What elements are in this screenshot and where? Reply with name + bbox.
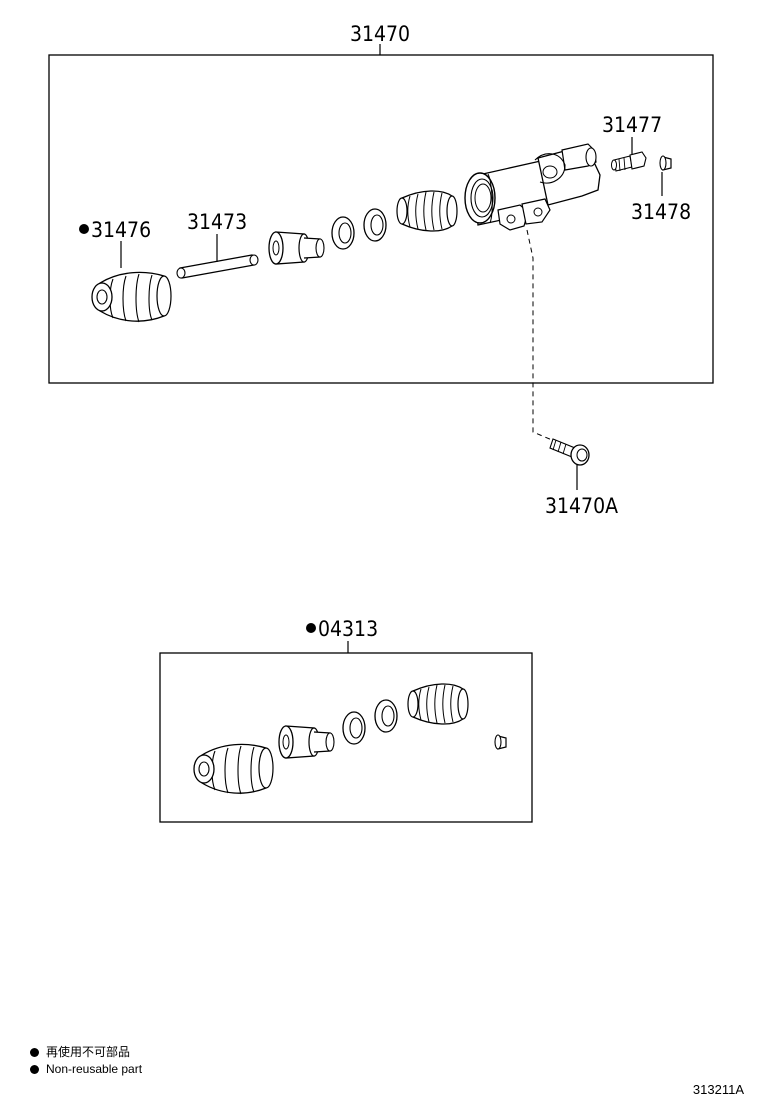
kit-cup-part: [342, 711, 366, 745]
bleeder-cap-label: 31478: [631, 200, 691, 224]
spring-part: [396, 190, 458, 232]
kit-piston-part: [278, 725, 335, 759]
piston-part: [268, 231, 325, 265]
kit-spring-part: [407, 683, 469, 725]
legend-row-en: Non-reusable part: [30, 1061, 142, 1078]
cup-part: [331, 216, 355, 250]
bleeder-plug-label: 31477: [602, 113, 662, 137]
legend: 再使用不可部品 Non-reusable part: [30, 1044, 142, 1078]
kit-cup-part: [374, 699, 398, 733]
legend-bullet-icon: [30, 1065, 39, 1074]
diagram-id: 313211A: [692, 1082, 744, 1097]
kit-frame: [159, 641, 533, 823]
legend-text-jp: 再使用不可部品: [46, 1045, 131, 1059]
bolt-label: 31470A: [545, 494, 618, 518]
non-reusable-marker-icon: [306, 623, 316, 633]
bolt-part: [549, 438, 590, 466]
non-reusable-marker-icon: [79, 224, 89, 234]
cup-part: [363, 208, 387, 242]
assembly-frame: [48, 44, 714, 384]
cylinder-body-part: [464, 143, 601, 231]
legend-row-jp: 再使用不可部品: [30, 1044, 142, 1061]
bleeder-cap-part: [659, 155, 672, 171]
boot-label: 31476: [91, 218, 151, 242]
kit-boot-part: [193, 743, 274, 795]
boot-part: [91, 271, 172, 323]
bleeder-plug-part: [611, 151, 647, 172]
push-rod-label: 31473: [187, 210, 247, 234]
kit-cap-part: [494, 734, 507, 750]
legend-text-en: Non-reusable part: [46, 1062, 143, 1076]
push-rod-part: [176, 254, 259, 279]
kit-label: 04313: [318, 617, 378, 641]
bolt-mount-dashed-line: [526, 229, 553, 441]
legend-bullet-icon: [30, 1048, 39, 1057]
assembly-label: 31470: [350, 22, 410, 46]
